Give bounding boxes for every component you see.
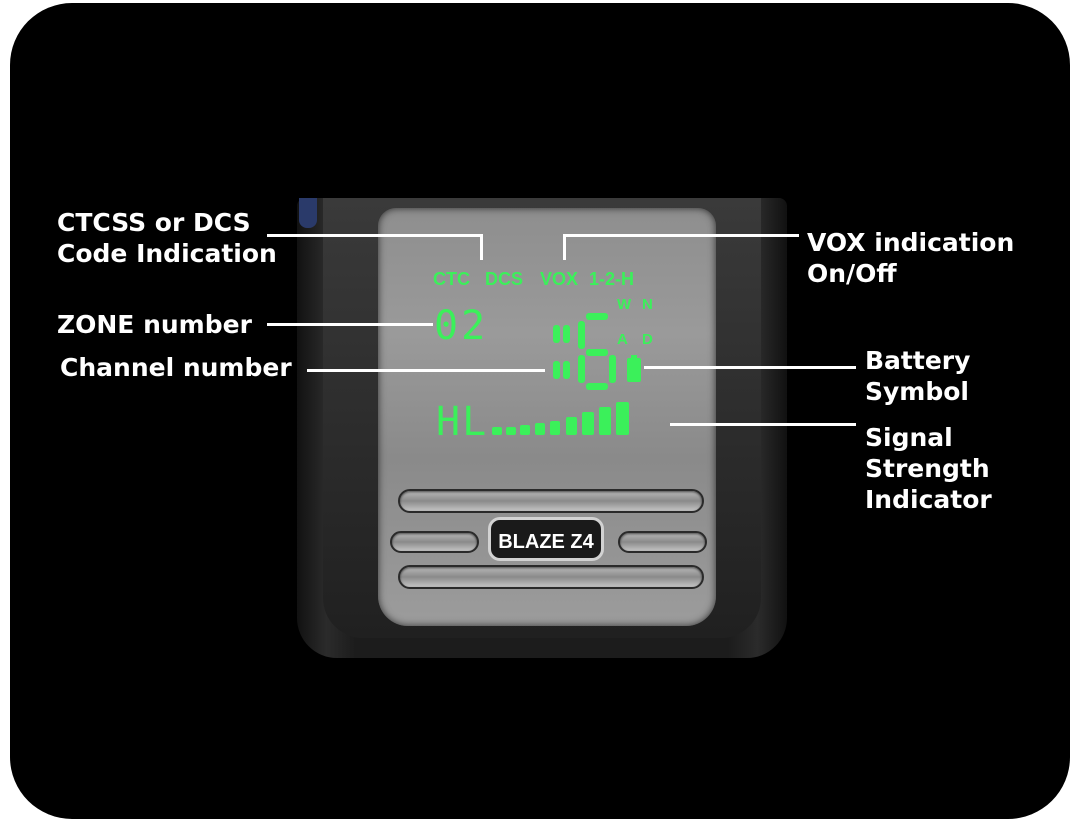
grille-slot-right <box>618 531 707 553</box>
callout-line-channel <box>307 369 545 372</box>
lcd-d: D <box>642 331 653 348</box>
label-channel: Channel number <box>60 353 292 382</box>
label-vox: VOX indication On/Off <box>807 228 1015 288</box>
label-ctcss: CTCSS or DCS Code Indication <box>57 208 277 268</box>
lcd-n: N <box>642 296 653 313</box>
callout-line-signal <box>670 423 856 426</box>
label-signal: Signal Strength Indicator <box>865 423 992 514</box>
lcd-power-levels: 1-2-H <box>589 269 635 289</box>
callout-line-zone <box>267 323 433 326</box>
callout-line-vox <box>563 234 799 237</box>
brand-badge: BLAZE Z4 <box>488 517 604 561</box>
callout-line-vox-drop <box>563 234 566 260</box>
callout-line-ctcss <box>267 234 483 237</box>
lcd-vox: VOX <box>540 269 579 289</box>
callout-line-battery <box>644 366 856 369</box>
callout-line-ctcss-drop <box>480 234 483 260</box>
lcd-ctc: CTC <box>433 269 470 289</box>
battery-icon <box>627 355 641 382</box>
diagram-frame: CTC DCS VOX 1-2-H W N A D 02 HL <box>10 3 1070 819</box>
signal-strength-bars <box>490 399 670 439</box>
side-knob <box>299 198 317 228</box>
label-zone: ZONE number <box>57 310 252 339</box>
grille-slot-top <box>398 489 704 513</box>
grille-slot-left <box>390 531 479 553</box>
lcd-zone-number: 02 <box>434 303 489 349</box>
lcd-w: W <box>617 296 632 313</box>
lcd-channel-number <box>545 313 620 393</box>
lcd-signal-prefix: HL <box>436 399 489 445</box>
lcd-a: A <box>617 331 628 348</box>
grille-slot-bottom <box>398 565 704 589</box>
lcd-dcs: DCS <box>485 269 524 289</box>
label-battery: Battery Symbol <box>865 346 971 406</box>
